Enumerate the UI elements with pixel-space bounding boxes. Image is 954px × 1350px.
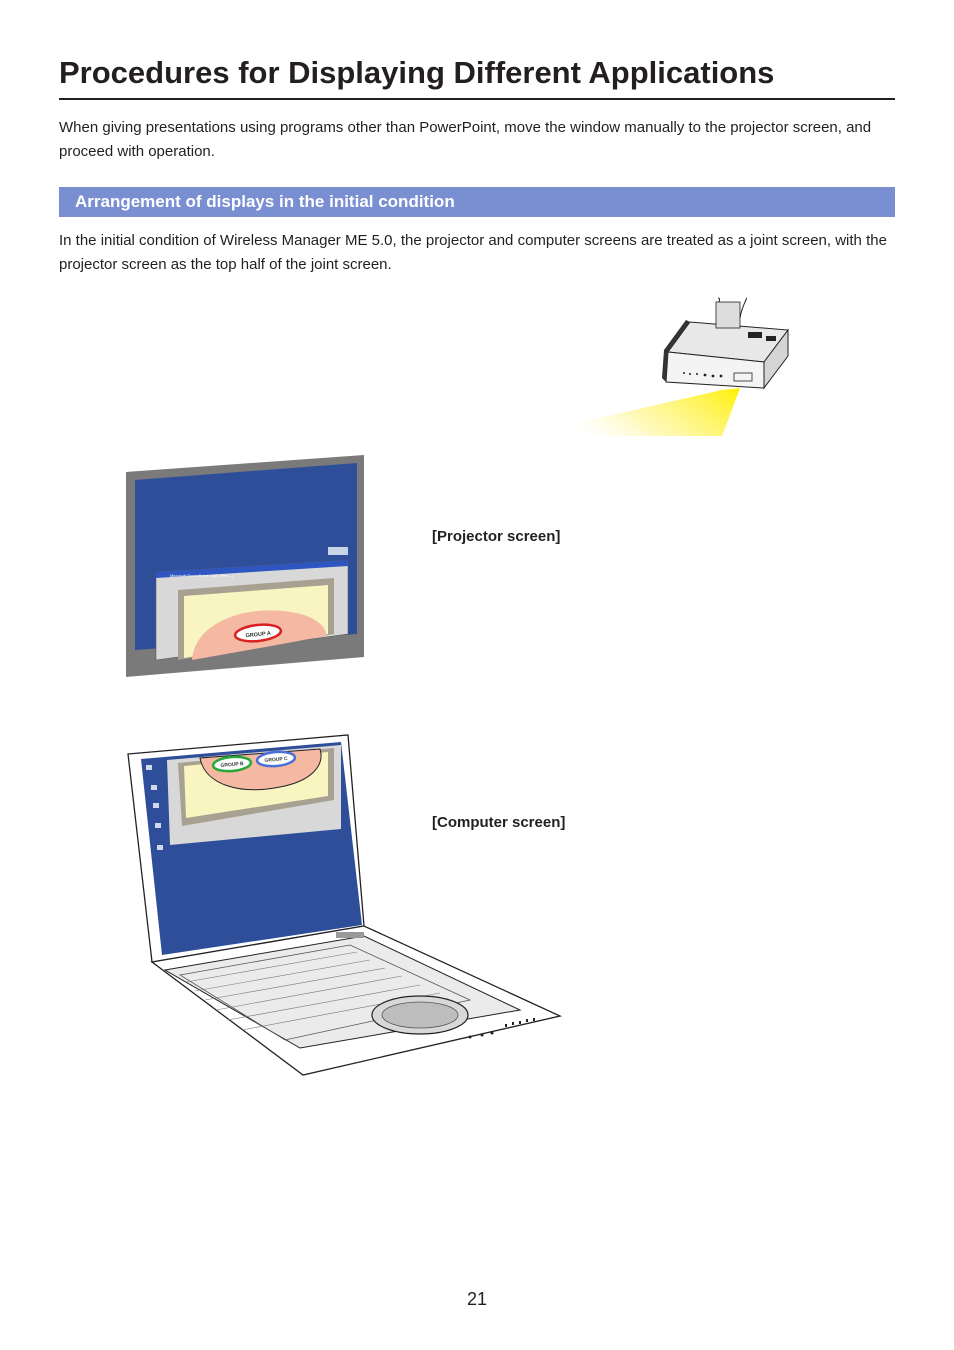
laptop-computer: GROUP B GROUP C [128, 735, 560, 1075]
page-number: 21 [440, 1289, 514, 1310]
projector-device [662, 298, 788, 388]
projector-screen: Microsoft PowerPoint - [DE_Pres...] GROU… [126, 455, 364, 677]
computer-screen-caption: [Computer screen] [432, 813, 565, 833]
projector-light-beam [520, 388, 740, 436]
window-title-projected: Microsoft PowerPoint - [DE_Pres...] [170, 573, 233, 578]
projector-screen-caption: [Projector screen] [432, 527, 560, 547]
powerpoint-window-laptop: GROUP B GROUP C [167, 745, 341, 845]
touchpad [372, 996, 468, 1034]
